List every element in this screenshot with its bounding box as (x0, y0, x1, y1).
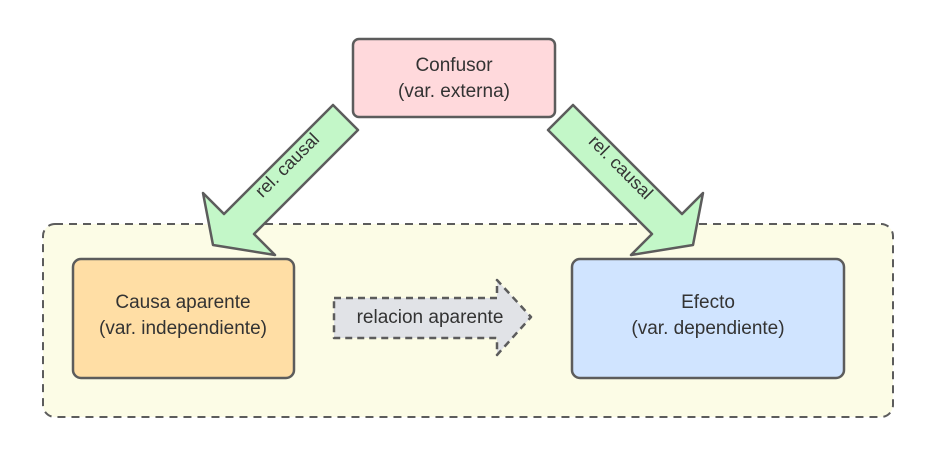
apparent-relationship-arrow-shape (332, 278, 533, 357)
causal-arrow-left-shape (201, 103, 360, 257)
effect-title: Efecto (681, 292, 735, 313)
confounder-box: Confusor (var. externa) (351, 37, 557, 119)
causal-arrow-right-shape (546, 103, 705, 257)
apparent-relationship-label: relacion aparente (357, 307, 504, 328)
cause-box: Causa aparente (var. independiente) (71, 257, 296, 380)
apparent-relationship-arrow: relacion aparente (332, 278, 533, 357)
cause-title: Causa aparente (115, 292, 250, 313)
effect-box: Efecto (var. dependiente) (570, 257, 846, 380)
confounder-subtitle: (var. externa) (398, 81, 510, 102)
cause-subtitle: (var. independiente) (99, 318, 267, 339)
confounder-title: Confusor (415, 55, 493, 76)
confounder-box-shape (351, 37, 557, 119)
effect-box-shape (570, 257, 846, 380)
effect-subtitle: (var. dependiente) (631, 318, 784, 339)
cause-box-shape (71, 257, 296, 380)
